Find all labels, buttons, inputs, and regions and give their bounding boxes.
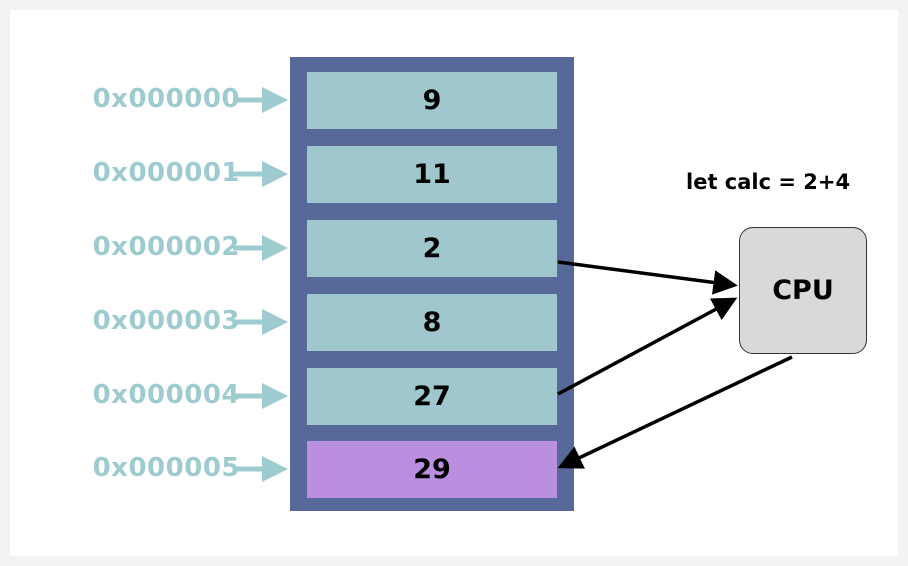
code-statement: let calc = 2+4 xyxy=(686,170,851,194)
memory-cell: 9 xyxy=(307,72,557,129)
memory-cell: 27 xyxy=(307,368,557,425)
memory-cell: 8 xyxy=(307,294,557,351)
cpu-label: CPU xyxy=(772,275,834,306)
memory-address: 0x000002 xyxy=(92,232,240,262)
memory-address: 0x000004 xyxy=(92,380,240,410)
memory-column xyxy=(290,57,574,511)
memory-address: 0x000001 xyxy=(92,158,240,188)
cpu-box: CPU xyxy=(739,227,867,354)
memory-cell: 2 xyxy=(307,220,557,277)
memory-address: 0x000003 xyxy=(92,306,240,336)
memory-cell: 11 xyxy=(307,146,557,203)
memory-address: 0x000000 xyxy=(92,84,240,114)
memory-cell-result: 29 xyxy=(307,441,557,498)
memory-address: 0x000005 xyxy=(92,453,240,483)
